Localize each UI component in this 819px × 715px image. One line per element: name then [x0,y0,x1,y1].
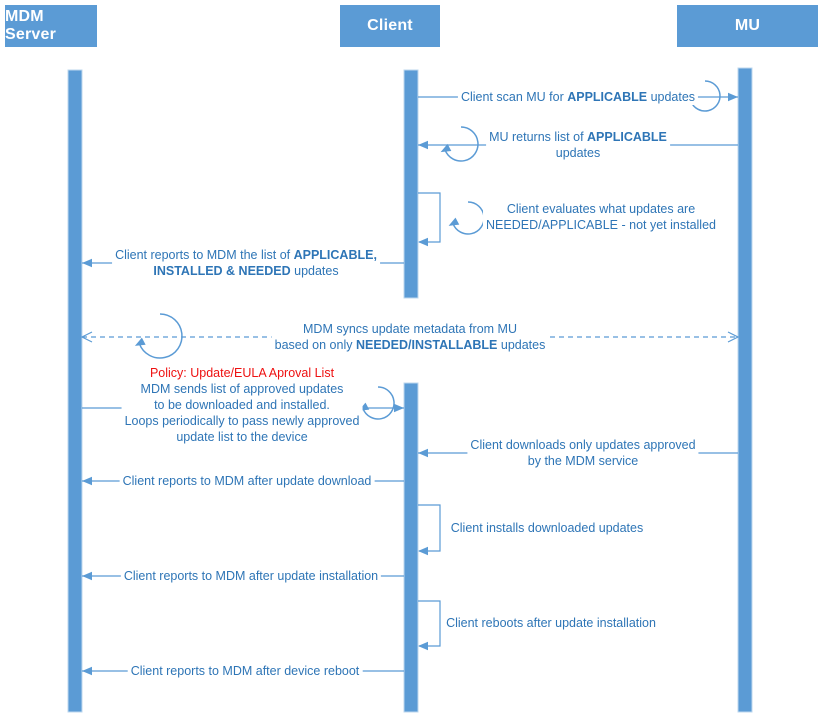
arrowhead [418,237,428,247]
arrowhead [82,258,92,268]
message-label: Client reports to MDM after device reboo… [127,663,363,679]
arrowhead [728,92,738,102]
message-label: Client reports to MDM after update downl… [119,473,375,489]
lifeline-bar-client [403,69,419,299]
actor-label-mu: MU [734,17,761,34]
loop-icon-arrowhead [440,143,452,153]
message-label: Client reports to MDM the list of APPLIC… [112,247,380,279]
message-label: Client scan MU for APPLICABLE updates [457,89,699,105]
open-arrowhead [80,331,93,343]
actor-label-client: Client [367,17,413,34]
loop-icon-arrowhead [448,217,460,226]
loop-icon-arrowhead [134,337,146,346]
arrowhead [418,140,428,150]
arrowhead [418,641,428,651]
actor-header-mdm-server: MDM Server [5,5,97,47]
message-label: Client installs downloaded updates [447,520,647,536]
self-message-arrow [418,192,441,243]
loop-icon [444,126,479,162]
open-arrowhead [727,331,740,343]
lifeline-bar-mdm [67,69,83,713]
arrowhead [82,666,92,676]
arrowhead [418,546,428,556]
actor-header-client: Client [340,5,440,47]
loop-icon [362,386,395,420]
message-label: Client reports to MDM after update insta… [120,568,382,584]
lifeline-bar-mu [737,67,753,713]
arrowhead [394,403,404,413]
arrowhead [82,476,92,486]
policy-annotation: Policy: Update/EULA Aproval List [149,366,335,380]
actor-header-mu: MU [677,5,818,47]
actor-label-mdm-server: MDM Server [5,8,57,43]
loop-icon [138,313,183,359]
arrowhead [418,448,428,458]
message-label: Client reboots after update installation [443,615,659,631]
loop-icon [452,201,485,235]
self-message-arrow [418,600,441,647]
loop-icon [690,80,721,112]
lifeline-bar-client [403,382,419,713]
self-message-arrow [418,504,441,552]
arrowhead [82,571,92,581]
